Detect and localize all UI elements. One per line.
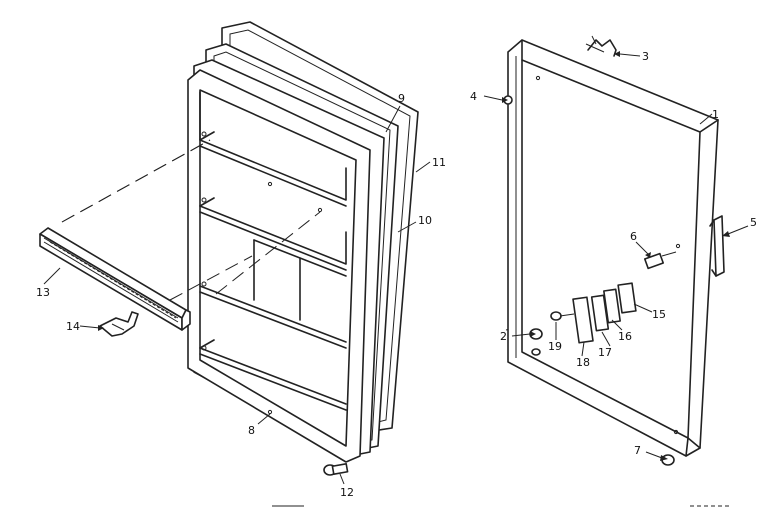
callout-label-17: 17	[598, 346, 612, 359]
callout-label-10: 10	[418, 214, 432, 227]
door-shelf-part-13	[39, 227, 191, 331]
callout-label-16: 16	[618, 330, 632, 343]
screw-part-12	[323, 463, 349, 476]
callout-label-1: 1	[712, 108, 719, 121]
hinge-part-3	[585, 35, 617, 57]
callout-label-14: 14	[66, 320, 80, 333]
handle-part-5	[709, 215, 725, 277]
shelf-clip-part-14	[99, 311, 139, 337]
parts-15-to-19	[550, 282, 637, 344]
door-liner-part-8	[187, 69, 371, 463]
callout-label-6: 6	[630, 230, 637, 243]
callout-label-12: 12	[340, 486, 354, 499]
callout-label-3: 3	[642, 50, 649, 63]
callout-labels: 1 2 3 4 5 6 7 8 9 10 11 12 13 14 15 16 1…	[36, 50, 757, 499]
callout-label-2: 2	[500, 330, 507, 343]
callout-label-13: 13	[36, 286, 50, 299]
callout-label-8: 8	[248, 424, 255, 437]
callout-label-19: 19	[548, 340, 562, 353]
stop-part-6	[643, 251, 677, 270]
callout-label-9: 9	[398, 92, 405, 105]
callout-label-4: 4	[470, 90, 477, 103]
callout-label-11: 11	[432, 156, 446, 169]
callout-label-7: 7	[634, 444, 641, 457]
outer-door-panel-part-1	[507, 39, 719, 457]
callout-label-5: 5	[750, 216, 757, 229]
callout-label-18: 18	[576, 356, 590, 369]
callout-label-15: 15	[652, 308, 666, 321]
callout-leaders	[43, 51, 749, 485]
